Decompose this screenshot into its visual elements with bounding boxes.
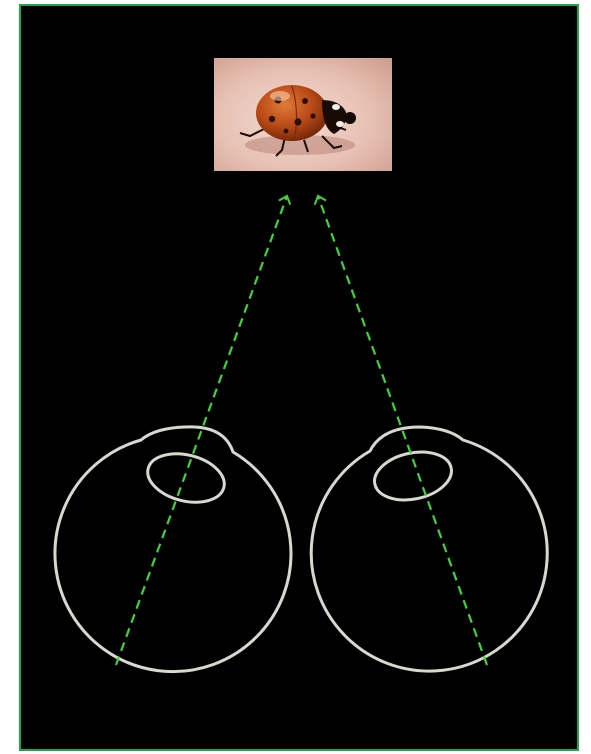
right-eye <box>311 427 547 671</box>
left-eye-lens <box>143 446 230 510</box>
sight-lines <box>116 196 487 665</box>
beetle-white-mark-upper <box>332 104 340 110</box>
left-eyeball-outline <box>55 427 291 672</box>
right-eye-lens <box>370 445 456 506</box>
ladybird-photo <box>214 58 392 171</box>
left-eye-sight-line <box>116 196 287 665</box>
right-eyeball-outline <box>311 427 547 671</box>
right-eye-sight-line <box>318 196 487 665</box>
beetle-highlight <box>270 91 290 101</box>
beetle-shell <box>256 85 328 141</box>
left-eye <box>55 427 291 672</box>
beetle-head <box>344 112 356 124</box>
beetle-white-mark-lower <box>336 121 344 127</box>
